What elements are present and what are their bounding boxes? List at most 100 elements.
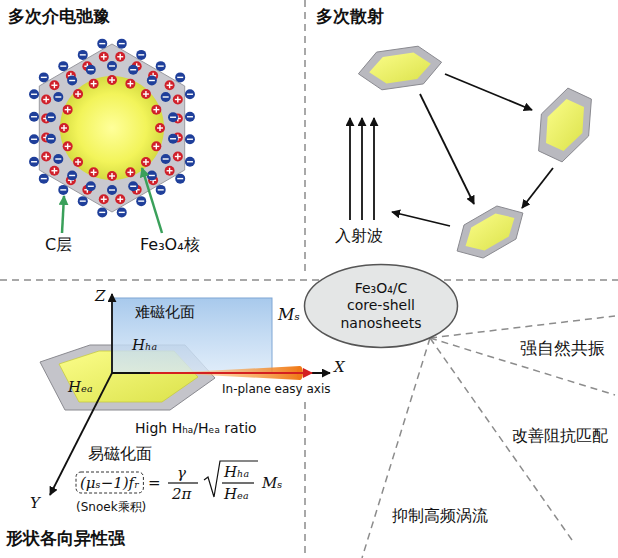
positive-charge [107,171,117,181]
positive-charge [41,152,51,162]
scattering-sheets [358,46,591,258]
negative-charge [29,89,39,99]
sheet-core [546,99,584,151]
negative-charge [156,185,166,195]
negative-charge [128,65,138,75]
negative-charge [161,92,171,102]
term-box [76,472,143,493]
sheet-shell [539,88,592,162]
fraction-bar [168,482,198,483]
fe3o4-core [60,76,164,180]
effect-label: 抑制高频涡流 [392,506,488,525]
negative-charge [107,185,117,195]
core-shell-particle [29,39,195,218]
ray-line [430,338,615,395]
negative-charge [58,61,68,71]
negative-charge [78,196,88,206]
positive-charge [155,123,165,133]
positive-charge [99,194,109,204]
scatter-arrow [392,212,450,226]
negative-charge [185,89,195,99]
positive-charge [63,105,73,115]
negative-charge [175,174,185,184]
positive-charge [173,152,183,162]
positive-charge [73,89,83,99]
negative-charge [107,61,117,71]
negative-charge [29,134,39,144]
negative-charge [86,181,96,191]
positive-charge [49,166,59,176]
positive-charge [73,157,83,167]
formula-part: Hₑₐ [224,485,249,503]
plane-label: 易磁化面 [88,444,152,463]
hard-plane [112,298,272,373]
positive-charge [141,157,151,167]
negative-charge [29,112,39,122]
positive-charge [151,105,161,115]
negative-charge [29,157,39,167]
negative-charge [53,154,63,164]
scatter-arrow [445,74,532,110]
positive-charge [125,79,135,89]
effect-label: 改善阻抗匹配 [512,426,608,445]
negative-charge [168,134,178,144]
positive-charge [59,123,69,133]
negative-charge [128,181,138,191]
negative-charge [46,134,56,144]
axis-label: Y [30,494,40,512]
incident-arrow [361,118,363,220]
positive-charge [141,89,151,99]
positive-charge [89,79,99,89]
scatter-arrow [420,94,474,204]
pointer-arrow [62,196,64,233]
negative-charge [97,39,107,49]
negative-charge [147,76,157,86]
sheet-core [466,213,515,250]
positive-charge [115,194,125,204]
positive-charge [63,141,73,151]
z-axis [111,294,113,373]
negative-charge [185,134,195,144]
positive-charge [99,52,109,62]
effect-rays [362,316,615,558]
symbol-label: Hₑₐ [68,378,93,396]
ray-line [430,316,615,338]
negative-charge [168,112,178,122]
incident-arrow [373,118,375,220]
positive-charge [151,141,161,151]
positive-charge [89,167,99,177]
negative-charge [185,112,195,122]
negative-charge [136,50,146,60]
symbol-label: Hₕₐ [132,336,157,354]
negative-charge [117,207,127,217]
negative-charge [86,65,96,75]
divider-line [304,402,306,558]
formula-part: 2π [172,485,191,503]
formula-part: (μₛ−1)fᵣ [80,474,139,492]
ellipse-shape [305,265,458,348]
positive-charge [41,95,51,105]
symbol-label: Mₛ [278,305,300,324]
axis-note: In-plane easy axis [222,382,331,396]
node-text: Fe₃O₄/C core-shell nanosheets [335,280,427,333]
negative-charge [67,170,77,180]
formula-part: Hₕₐ [224,463,249,481]
divider-line [304,0,306,272]
axis-label: X [334,358,345,376]
positive-charge [165,80,175,90]
formula-part: γ [177,464,186,482]
negative-charge [39,174,49,184]
formula-part: Mₛ [262,474,282,492]
wave-arrows [350,74,553,226]
positive-charge [173,95,183,105]
fraction-bar [222,482,254,483]
part-label: 入射波 [335,226,383,245]
incident-arrow [349,118,351,220]
positive-charge [165,166,175,176]
scatter-arrow [522,168,553,208]
effect-label: 强自然共振 [520,338,605,358]
part-label: Fe₃O₄核 [140,235,200,254]
negative-charge [97,207,107,217]
negative-charge [185,157,195,167]
